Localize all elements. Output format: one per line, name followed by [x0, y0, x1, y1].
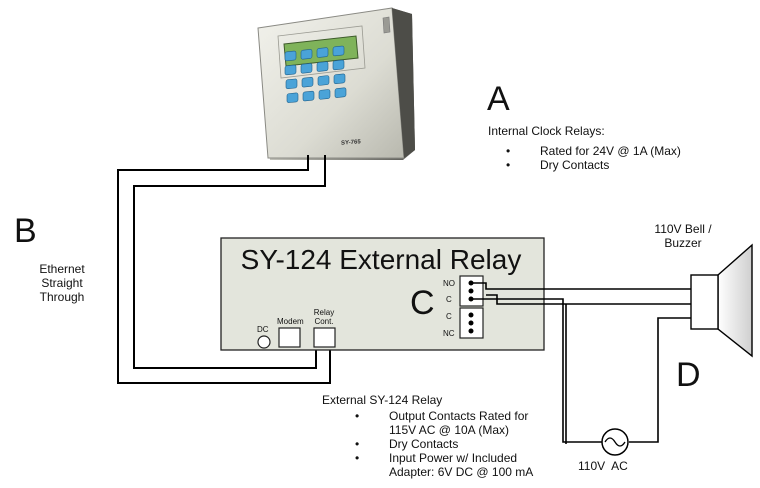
ethernet-label: Ethernet Straight Through — [30, 262, 94, 304]
bell-line: Buzzer — [664, 236, 702, 250]
relay-box — [220, 237, 545, 351]
terminal-no-label: NO — [443, 279, 455, 288]
bell-wiring — [471, 282, 691, 444]
terminal-block-bottom — [459, 307, 484, 339]
clock-relays-title: Internal Clock Relays: — [488, 124, 605, 138]
relay-cont-line: Cont. — [314, 317, 334, 326]
external-relay-item-line: Output Contacts Rated for — [389, 409, 529, 423]
clock-relays-item: Dry Contacts — [506, 158, 681, 172]
label-a: A — [487, 80, 510, 118]
external-relay-item-line: 115V AC @ 10A (Max) — [389, 423, 510, 437]
label-b: B — [14, 212, 37, 250]
relay-title: SY-124 External Relay — [240, 244, 522, 275]
label-d: D — [676, 356, 701, 394]
clock-relays-item: Rated for 24V @ 1A (Max) — [506, 144, 681, 158]
relay-cont-port-icon — [313, 327, 336, 348]
ethernet-cable — [117, 155, 331, 384]
external-relay-list: Output Contacts Rated for 115V AC @ 10A … — [355, 409, 533, 479]
dc-label: DC — [257, 325, 269, 334]
time-clock-device — [257, 7, 415, 160]
external-relay-item: Input Power w/ Included Adapter: 6V DC @… — [355, 451, 533, 479]
clock-relays-list: Rated for 24V @ 1A (Max) Dry Contacts — [506, 144, 681, 172]
card-slot-icon — [382, 16, 391, 34]
relay-cont-label: Relay Cont. — [309, 308, 339, 326]
ac-label: 110V AC — [578, 459, 628, 473]
ethernet-line: Ethernet — [39, 262, 85, 276]
bell-buzzer-icon — [690, 243, 753, 358]
bell-line: 110V Bell / — [654, 222, 712, 236]
keypad-icon — [284, 45, 347, 103]
external-relay-item-line: Adapter: 6V DC @ 100 mA — [389, 465, 534, 479]
external-relay-item: Dry Contacts — [355, 437, 533, 451]
external-relay-item-line: Input Power w/ Included — [389, 451, 518, 465]
external-relay-item: Output Contacts Rated for 115V AC @ 10A … — [355, 409, 533, 437]
bell-label: 110V Bell / Buzzer — [638, 222, 728, 250]
ethernet-line: Through — [39, 290, 85, 304]
terminal-c-bottom-label: C — [446, 312, 452, 321]
modem-label: Modem — [277, 317, 304, 326]
modem-port-icon — [278, 327, 301, 348]
label-c: C — [410, 284, 435, 322]
ethernet-line: Straight — [41, 276, 83, 290]
terminal-nc-label: NC — [443, 329, 455, 338]
external-relay-title: External SY-124 Relay — [322, 393, 443, 407]
relay-cont-line: Relay — [313, 308, 335, 317]
external-relay-item-line: Dry Contacts — [389, 437, 459, 451]
ac-source-icon — [601, 428, 629, 456]
dc-jack-icon — [257, 335, 271, 349]
terminal-c-top-label: C — [446, 295, 452, 304]
device-model: SY-765 — [341, 139, 361, 147]
terminal-block-top — [459, 275, 484, 307]
